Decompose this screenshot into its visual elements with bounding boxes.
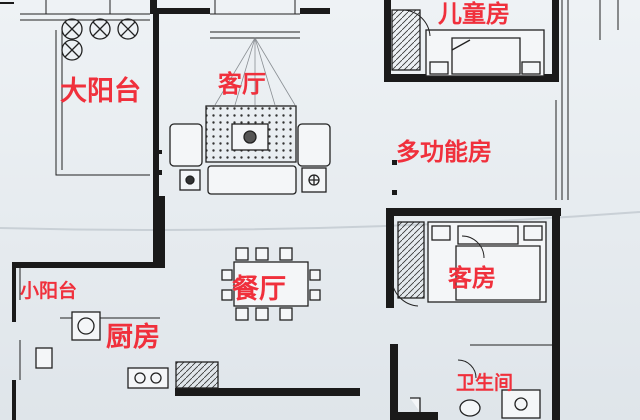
label-dining-room: 餐厅 — [232, 274, 286, 305]
label-big-balcony: 大阳台 — [60, 76, 141, 107]
label-guest-room: 客房 — [448, 264, 496, 292]
light-rays — [214, 37, 296, 106]
plant-pots — [61, 18, 139, 61]
sofa-set — [169, 105, 331, 195]
bathroom-fixtures — [410, 389, 541, 419]
label-children-room: 儿童房 — [438, 0, 510, 28]
label-kitchen: 厨房 — [106, 322, 160, 353]
label-living-room: 客厅 — [218, 70, 266, 98]
wall-ticks — [153, 150, 397, 195]
label-small-balcony: 小阳台 — [20, 280, 78, 302]
label-multi-room: 多功能房 — [396, 138, 492, 166]
dining-table — [221, 247, 321, 321]
label-bathroom: 卫生间 — [456, 372, 514, 394]
walls — [0, 0, 561, 420]
children-bed — [391, 9, 545, 77]
door-swings — [391, 9, 485, 379]
paper-crease — [0, 211, 640, 231]
kitchen-fixtures — [35, 311, 219, 389]
guest-bed — [397, 221, 547, 303]
